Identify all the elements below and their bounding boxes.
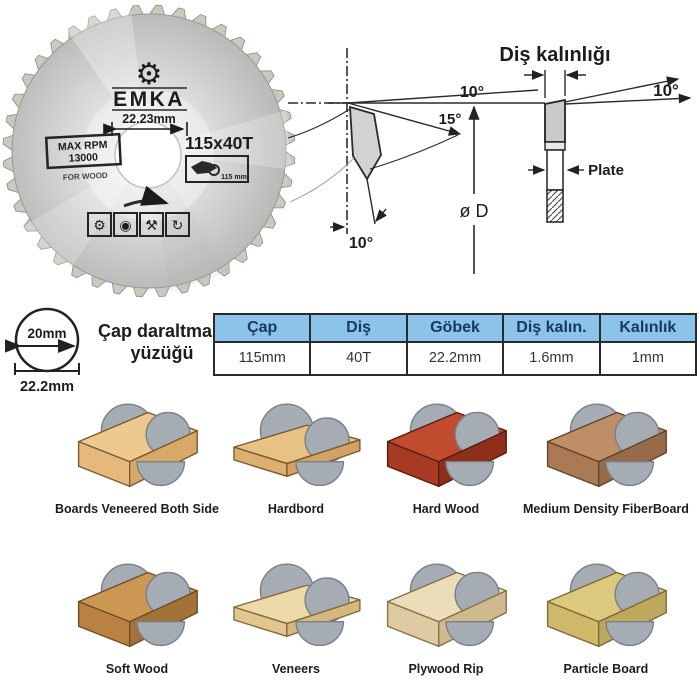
- rotation-direction-arrow: [123, 185, 169, 208]
- hook-angle-line: [347, 89, 539, 104]
- disc-size-stamp: 115 mm: [185, 155, 249, 183]
- material-card: Hardbord: [223, 396, 369, 516]
- bevel-line-upper: [564, 76, 680, 103]
- spec-col-kalinlik: Kalınlık 1mm: [598, 315, 696, 374]
- grinder-icon: ◉: [119, 217, 131, 233]
- diameter-label: ø D: [460, 201, 489, 221]
- blade-cross-section: [544, 98, 566, 223]
- tools-icon: ⚒: [145, 217, 158, 233]
- hook-angle-label: 10°: [460, 84, 484, 101]
- material-label: Hardbord: [267, 502, 325, 516]
- reducer-ring-diagram: 20mm 22.2mm Çap daraltma yüzüğü: [5, 307, 213, 395]
- side-clearance-label: 10°: [349, 235, 373, 252]
- spec-table: Çap 115mm Diş 40T Göbek 22.2mm Diş kalın…: [213, 313, 697, 376]
- side-clearance-line: [366, 178, 376, 225]
- max-rpm-stamp: MAX RPM 13000 FOR WOOD: [44, 132, 122, 182]
- ring-caption-line2: yüzüğü: [131, 343, 194, 363]
- blade-icon: ⚙: [93, 217, 106, 233]
- saw-disc-front: [295, 461, 345, 487]
- right-bevel-label: 10°: [653, 81, 679, 100]
- material-card: Soft Wood: [55, 556, 219, 676]
- rotation-icon: ↻: [172, 217, 184, 233]
- side-clearance-arrow: [375, 208, 387, 223]
- saw-disc-front: [445, 461, 495, 487]
- saw-disc-front: [605, 461, 655, 487]
- material-card: Veneers: [223, 556, 369, 676]
- gullet-curve: [369, 134, 459, 170]
- material-card: Plywood Rip: [373, 556, 519, 676]
- tooth-thickness-dimension: [524, 70, 586, 98]
- material-illustration: [233, 403, 361, 487]
- spec-value: 40T: [311, 343, 406, 374]
- max-rpm-value: 13000: [68, 151, 98, 165]
- clearance-angle-line: [347, 102, 462, 136]
- brand-name: EMKA: [113, 88, 185, 111]
- grinder-icon: [191, 161, 220, 176]
- materials-grid: Boards Veneered Both Side: [55, 396, 689, 676]
- material-card: Boards Veneered Both Side: [55, 396, 219, 516]
- material-illustration: [77, 403, 198, 488]
- saw-disc-front: [136, 621, 186, 647]
- material-label: Hard Wood: [412, 502, 480, 516]
- material-label: Veneers: [271, 662, 320, 676]
- spec-value: 1mm: [600, 343, 696, 374]
- saw-disc-front: [295, 621, 345, 647]
- emka-gear-icon: ⚙: [136, 58, 163, 91]
- spec-col-gobek: Göbek 22.2mm: [405, 315, 503, 374]
- blade-rim-arc-2: [289, 157, 355, 203]
- material-card: Medium Density FiberBoard: [523, 396, 689, 516]
- spec-col-dis: Diş 40T: [309, 315, 406, 374]
- diagram-title: Diş kalınlığı: [499, 44, 610, 66]
- ring-caption-line1: Çap daraltma: [98, 321, 213, 341]
- spec-header: Diş kalın.: [504, 315, 599, 343]
- bevel-line-lower: [564, 93, 692, 105]
- material-label: Medium Density FiberBoard: [522, 502, 689, 516]
- spec-col-cap: Çap 115mm: [215, 315, 310, 374]
- bore-dimension-label: 22.23mm: [122, 112, 176, 126]
- ring-outer-diameter: 22.2mm: [20, 379, 74, 395]
- diagram-baselines: [288, 48, 545, 234]
- material-label: Boards Veneered Both Side: [55, 502, 219, 516]
- ring-outer-bracket: [14, 363, 80, 375]
- tooth-geometry-diagram: Diş kalınlığı 10° 15° 10° ø D: [288, 44, 692, 274]
- spec-value: 1.6mm: [504, 343, 599, 374]
- max-rpm-label: MAX RPM: [58, 139, 108, 154]
- spec-header: Diş: [311, 315, 406, 343]
- spec-col-dis-kalin: Diş kalın. 1.6mm: [502, 315, 599, 374]
- blade-teeth: [2, 4, 296, 298]
- spec-value: 115mm: [215, 343, 310, 374]
- material-card: Particle Board: [523, 556, 689, 676]
- blade-rim-arc: [288, 108, 351, 139]
- spec-value: 22.2mm: [407, 343, 503, 374]
- clearance-angle-label: 15°: [439, 111, 462, 128]
- spec-header: Kalınlık: [600, 315, 696, 343]
- material-illustration: [546, 403, 667, 488]
- blade-size-label: 115x40T: [185, 133, 253, 153]
- tooth-profile: [349, 105, 382, 181]
- spec-header: Çap: [215, 315, 310, 343]
- material-label: Soft Wood: [105, 662, 169, 676]
- spec-header: Göbek: [407, 315, 503, 343]
- disc-box-label: 115 mm: [221, 174, 247, 181]
- material-illustration: [77, 563, 198, 648]
- plate-label: Plate: [588, 162, 624, 179]
- arbor-hole: [114, 121, 182, 189]
- material-illustration: [233, 563, 361, 647]
- material-note: FOR WOOD: [63, 171, 109, 182]
- saw-disc-front: [445, 621, 495, 647]
- material-label: Plywood Rip: [408, 662, 484, 676]
- material-label: Particle Board: [563, 662, 649, 676]
- saw-disc-front: [136, 461, 186, 487]
- material-card: Hard Wood: [373, 396, 519, 516]
- material-illustration: [386, 403, 507, 488]
- saw-blade-image: ⚙ EMKA 22.23mm MAX RPM 13000 FOR WOOD 11…: [2, 4, 296, 298]
- saw-disc-front: [605, 621, 655, 647]
- material-illustration: [546, 563, 667, 648]
- material-illustration: [386, 563, 507, 648]
- ring-inner-diameter: 20mm: [27, 326, 66, 341]
- application-icons: [87, 212, 190, 237]
